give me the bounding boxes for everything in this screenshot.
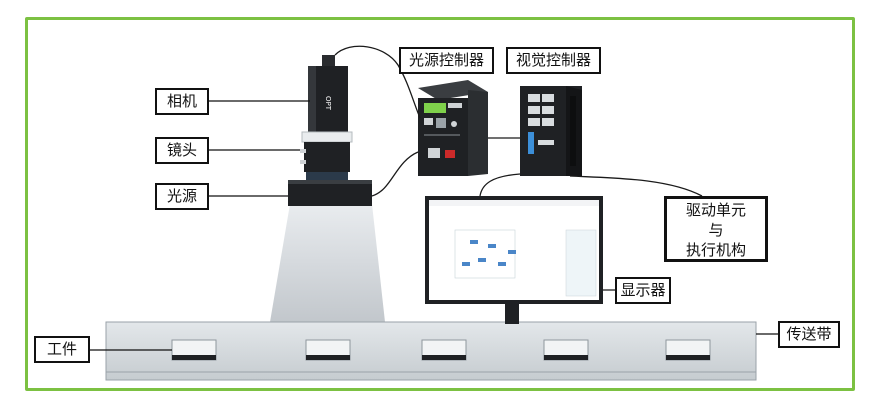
camera-device: OPT — [308, 55, 348, 132]
workpiece-item — [171, 339, 217, 361]
lens-label: 镜头 — [155, 137, 209, 164]
workpiece-item — [305, 339, 351, 361]
workpiece-item — [665, 339, 711, 361]
camera-brand-logo: OPT — [324, 96, 332, 111]
cables — [334, 45, 703, 197]
conveyor-label: 传送带 — [778, 321, 840, 348]
workpiece-label: 工件 — [34, 336, 90, 363]
lens-device — [300, 131, 353, 180]
workpieces — [171, 339, 711, 361]
workpiece-item — [421, 339, 467, 361]
vision-controller-device — [520, 86, 582, 176]
ring-light-device — [288, 180, 372, 206]
light-controller-label: 光源控制器 — [399, 47, 494, 74]
vision-controller-label: 视觉控制器 — [506, 47, 601, 74]
light-beam — [270, 204, 385, 322]
monitor-device — [425, 196, 603, 324]
monitor-label: 显示器 — [615, 277, 671, 304]
workpiece-item — [543, 339, 589, 361]
leader-lines — [89, 100, 778, 351]
camera-label: 相机 — [155, 88, 209, 115]
light-source-label: 光源 — [155, 183, 209, 210]
light-controller-device — [418, 80, 488, 176]
lcd-display — [424, 103, 446, 113]
drive-unit-label: 驱动单元 与 执行机构 — [664, 196, 768, 262]
